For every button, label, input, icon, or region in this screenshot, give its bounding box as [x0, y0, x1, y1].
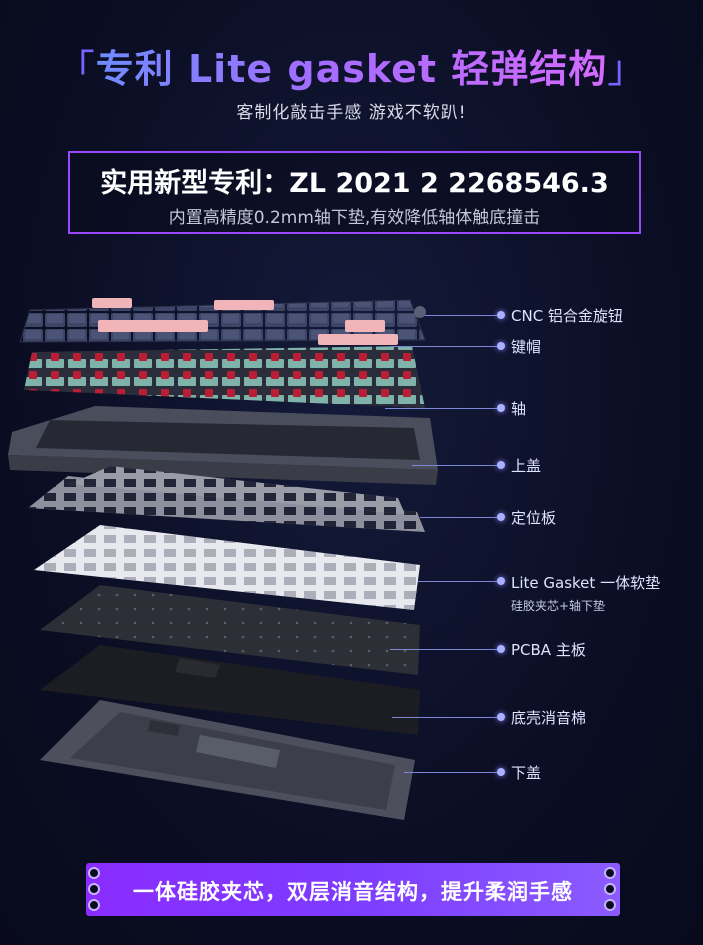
- connector-dot-top-case: [497, 461, 505, 469]
- connector-dot-plate: [497, 513, 505, 521]
- patent-box: 实用新型专利：ZL 2021 2 2268546.3 内置高精度0.2mm轴下垫…: [68, 151, 641, 234]
- gasket-layer: [34, 525, 420, 610]
- label-knob: CNC 铝合金旋钮: [511, 307, 623, 325]
- connector-line-top-case: [412, 465, 502, 466]
- title-bracket-close: 」: [607, 47, 647, 91]
- label-gasket: Lite Gasket 一体软垫: [511, 574, 661, 592]
- pcba-layer: [40, 585, 420, 675]
- label-bottom-case: 下盖: [511, 764, 542, 782]
- switches-layer: [24, 346, 425, 408]
- plate-layer: [28, 466, 425, 532]
- connector-line-knob: [425, 315, 505, 316]
- label-switches: 轴: [511, 400, 527, 418]
- foam-layer: [40, 645, 420, 735]
- bottom-case-layer: [40, 700, 415, 820]
- banner-hole: [604, 867, 616, 879]
- connector-line-bottom-case: [404, 772, 502, 773]
- banner-hole: [604, 899, 616, 911]
- connector-line-pcba: [390, 649, 502, 650]
- page-subtitle: 客制化敲击手感 游戏不软趴!: [236, 103, 467, 123]
- banner-hole: [88, 867, 100, 879]
- connector-dot-foam: [497, 713, 505, 721]
- label-plate: 定位板: [511, 509, 557, 527]
- banner-text: 一体硅胶夹芯，双层消音结构，提升柔润手感: [133, 880, 573, 904]
- label-top-case: 上盖: [511, 457, 542, 475]
- connector-dot-switches: [497, 404, 505, 412]
- patent-subtitle: 内置高精度0.2mm轴下垫,有效降低轴体触底撞击: [168, 208, 541, 228]
- label-gasket-sub: 硅胶夹芯+轴下垫: [511, 599, 606, 613]
- label-keycaps: 键帽: [511, 338, 542, 356]
- connector-dot-knob: [497, 311, 505, 319]
- connector-dot-gasket: [497, 577, 505, 585]
- banner-hole: [604, 883, 616, 895]
- patent-title: 实用新型专利：ZL 2021 2 2268546.3: [100, 168, 609, 199]
- title-text: 专利 Lite gasket 轻弹结构: [95, 47, 608, 91]
- page-title: 「专利 Lite gasket 轻弹结构」: [0, 38, 703, 93]
- connector-line-gasket: [418, 581, 502, 582]
- banner-hole: [88, 899, 100, 911]
- connector-line-foam: [392, 717, 502, 718]
- connector-dot-keycaps: [497, 342, 505, 350]
- label-pcba: PCBA 主板: [511, 641, 586, 659]
- keyboard-exploded-illustration: [8, 298, 438, 820]
- banner-hole: [88, 883, 100, 895]
- label-foam: 底壳消音棉: [511, 709, 587, 727]
- top-case-layer: [8, 406, 438, 485]
- connector-line-switches: [385, 408, 502, 409]
- connector-dot-bottom-case: [497, 768, 505, 776]
- title-bracket-open: 「: [56, 47, 96, 91]
- feature-banner: 一体硅胶夹芯，双层消音结构，提升柔润手感: [86, 863, 620, 916]
- keycaps-layer: [19, 298, 426, 345]
- connector-line-plate: [420, 517, 502, 518]
- connector-dot-pcba: [497, 645, 505, 653]
- connector-line-keycaps: [390, 346, 502, 347]
